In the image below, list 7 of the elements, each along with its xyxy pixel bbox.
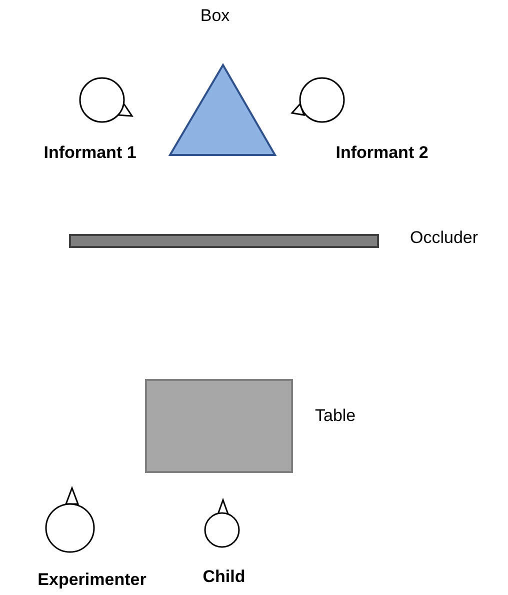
occluder-label: Occluder [410, 228, 478, 248]
box-label: Box [200, 6, 230, 26]
person-label: Experimenter [38, 570, 146, 590]
person-label: Informant 2 [336, 143, 428, 163]
person-label: Child [202, 567, 246, 587]
table-label: Table [315, 406, 356, 426]
person-label: Informant 1 [44, 143, 136, 163]
